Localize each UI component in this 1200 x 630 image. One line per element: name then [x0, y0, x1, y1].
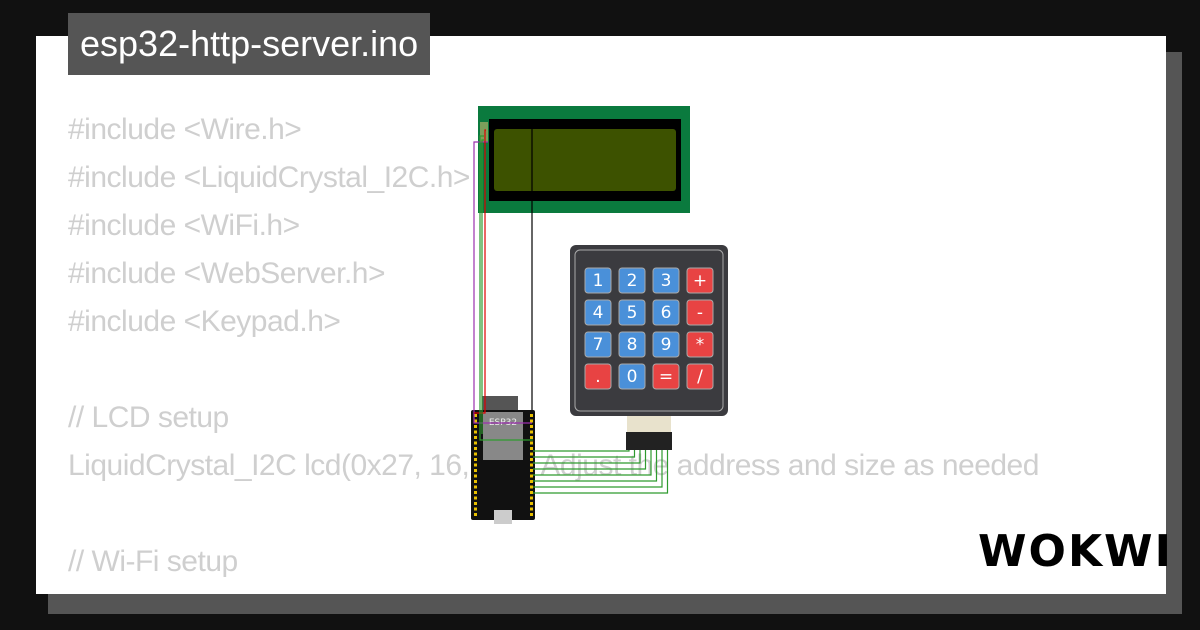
keypad-key-label: 2: [627, 271, 638, 291]
keypad-key-9[interactable]: 9: [652, 331, 680, 358]
esp32-pin: [530, 419, 533, 423]
code-line: #include <WebServer.h>: [68, 257, 385, 290]
esp32-pin: [530, 447, 533, 450]
code-preview: #include <Wire.h> #include <LiquidCrystal…: [68, 106, 1039, 594]
esp32-pin: [530, 430, 533, 434]
esp32-pin: [474, 496, 477, 500]
code-line: // LCD setup: [68, 401, 229, 434]
esp32-pin: [530, 507, 533, 511]
keypad-key-6[interactable]: 6: [652, 299, 680, 326]
keypad-key-label: *: [696, 335, 705, 355]
esp32-pin: [530, 513, 533, 516]
keypad-key-*[interactable]: *: [686, 331, 714, 358]
keypad-key-label: 1: [593, 271, 604, 291]
keypad-wire: [533, 450, 669, 494]
esp32-pin: [474, 491, 477, 494]
keypad-key-5[interactable]: 5: [618, 299, 646, 326]
keypad-wire: [533, 450, 652, 476]
code-line: #include <Keypad.h>: [68, 305, 341, 338]
esp32-pin: [530, 502, 533, 505]
keypad-key-4[interactable]: 4: [584, 299, 612, 326]
code-line: // Wi-Fi setup: [68, 545, 238, 578]
keypad-key-8[interactable]: 8: [618, 331, 646, 358]
esp32-pin: [474, 436, 477, 439]
esp32-pin: [474, 447, 477, 450]
esp32-pin: [530, 480, 533, 483]
keypad-wire: [533, 450, 630, 452]
lcd-display: [478, 106, 690, 213]
keypad-key-label: 4: [593, 303, 604, 323]
keypad-wire: [533, 450, 641, 464]
keypad-key-.[interactable]: .: [584, 363, 612, 390]
esp32-pin: [530, 458, 533, 461]
esp32-pin: [474, 502, 477, 505]
esp32-pin: [474, 452, 477, 456]
keypad-key-label: 0: [627, 367, 638, 387]
esp32-pin: [474, 507, 477, 511]
esp32-pin: [474, 469, 477, 472]
esp32-pin: [530, 414, 533, 417]
keypad-key-+[interactable]: +: [686, 267, 714, 294]
esp32-pin: [530, 485, 533, 489]
code-line: LiquidCrystal_I2C lcd(0x27, 16, 4); // A…: [68, 449, 1039, 482]
code-line: #include <LiquidCrystal_I2C.h>: [68, 161, 470, 194]
keypad-wire: [533, 450, 658, 482]
esp32-pin: [474, 414, 477, 417]
esp32-pin: [530, 441, 533, 445]
keypad-key-label: 7: [593, 335, 604, 355]
esp32-pin: [530, 496, 533, 500]
code-line: #include <WiFi.h>: [68, 209, 300, 242]
keypad-key-label: 6: [661, 303, 672, 323]
sketch-title: esp32-http-server.ino: [68, 13, 431, 75]
keypad-key-7[interactable]: 7: [584, 331, 612, 358]
esp32-pin: [474, 485, 477, 489]
code-line: #include <Wire.h>: [68, 113, 302, 146]
keypad-key-label: 8: [627, 335, 638, 355]
keypad-key-label: /: [697, 367, 703, 387]
keypad-wire: [533, 450, 647, 470]
esp32-pin: [474, 480, 477, 483]
keypad-key-0[interactable]: 0: [618, 363, 646, 390]
keypad-key-label: 9: [661, 335, 672, 355]
esp32-pin: [530, 425, 533, 428]
esp32-pin: [530, 469, 533, 472]
wokwi-logo: WOKWI: [978, 526, 1173, 577]
keypad-key-label: +: [693, 271, 707, 291]
esp32-pin: [530, 474, 533, 478]
keypad-key-1[interactable]: 1: [584, 267, 612, 294]
esp32-pin: [474, 458, 477, 461]
keypad-key-2[interactable]: 2: [618, 267, 646, 294]
keypad: 1 2 3 +4 5 6 - 7 8 9 *. 0 = /: [570, 245, 728, 450]
esp32-pin: [474, 474, 477, 478]
keypad-key-label: -: [697, 303, 703, 323]
esp32-pin: [474, 463, 477, 467]
keypad-key-=[interactable]: =: [652, 363, 680, 390]
keypad-wire: [533, 450, 636, 458]
esp32-pin: [530, 463, 533, 467]
esp32-pin: [530, 436, 533, 439]
wires: [473, 129, 669, 494]
keypad-key-3[interactable]: 3: [652, 267, 680, 294]
keypad-key-label: .: [595, 367, 600, 387]
esp32-pin: [530, 491, 533, 494]
keypad-key--[interactable]: -: [686, 299, 714, 326]
esp32-pin: [474, 430, 477, 434]
keypad-key-label: =: [659, 367, 673, 387]
esp32-pin: [474, 419, 477, 423]
esp32-pin: [474, 441, 477, 445]
keypad-wire: [533, 450, 663, 488]
keypad-key-label: 5: [627, 303, 638, 323]
keypad-key-/[interactable]: /: [686, 363, 714, 390]
esp32-pin: [474, 425, 477, 428]
esp32-pin: [474, 513, 477, 516]
keypad-key-label: 3: [661, 271, 672, 291]
esp32-pin: [530, 452, 533, 456]
code-line: const char* ssid = "Wokwi-GUEST";: [68, 586, 1039, 594]
